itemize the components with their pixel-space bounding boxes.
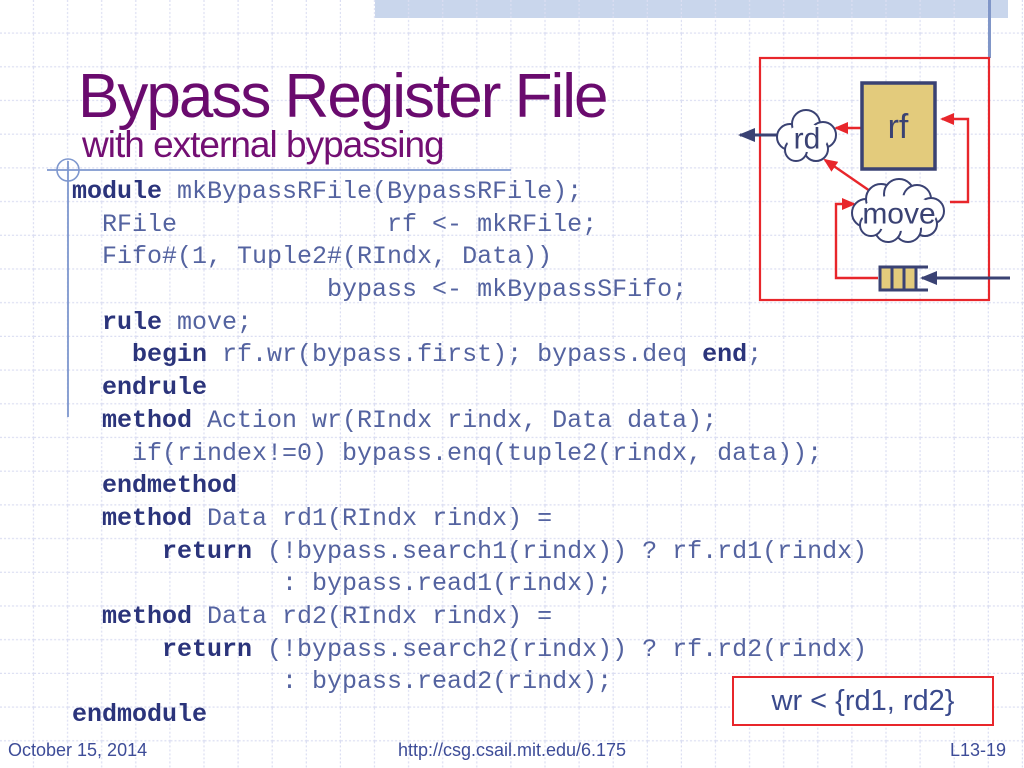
code-line: rule move;: [72, 307, 867, 340]
code-text: mkBypassRFile(BypassRFile);: [162, 177, 583, 206]
code-text: move;: [162, 307, 253, 337]
code-keyword: method: [102, 601, 193, 631]
code-text: : bypass.read1(rindx);: [72, 569, 613, 599]
bypass-fifo-icon: [878, 265, 928, 292]
code-keyword: return: [162, 634, 253, 664]
code-keyword: begin: [132, 340, 208, 370]
code-text: : bypass.read2(rindx);: [72, 667, 613, 697]
fifo-to-move-arrow: [834, 198, 878, 280]
code-text: (!bypass.search2(rindx)) ? rf.rd2(rindx): [252, 634, 868, 664]
code-text: bypass <- mkBypassSFifo;: [72, 275, 688, 305]
code-line: bypass <- mkBypassSFifo;: [72, 274, 867, 307]
code-line: return (!bypass.search2(rindx)) ? rf.rd2…: [72, 634, 867, 667]
code-text: Action wr(RIndx rindx, Data data);: [192, 405, 718, 435]
code-text: RFile rf <- mkRFile;: [72, 209, 598, 239]
code-text: [72, 471, 102, 500]
accent-vertical-line: [988, 0, 991, 58]
code-keyword: endrule: [102, 373, 208, 403]
code-text: [72, 504, 102, 533]
rd-label: rd: [794, 123, 821, 156]
footer-url: http://csg.csail.mit.edu/6.175: [397, 740, 627, 760]
move-to-rd-arrow: [823, 158, 871, 192]
code-line: : bypass.read2(rindx);: [72, 666, 867, 699]
page-title: Bypass Register File: [78, 62, 609, 131]
code-text: (!bypass.search1(rindx)) ? rf.rd1(rindx): [252, 536, 868, 566]
code-line: endmodule: [72, 699, 867, 732]
scheduling-note-box: wr < {rd1, rd2}: [732, 676, 994, 726]
code-text: [72, 537, 162, 566]
code-keyword: return: [162, 536, 253, 566]
page-subtitle: with external bypassing: [82, 124, 445, 165]
code-text: [72, 602, 102, 631]
code-text: Data rd1(RIndx rindx) =: [192, 503, 553, 533]
code-text: [72, 373, 102, 402]
module-boundary-box: [758, 56, 991, 302]
footer: October 15, 2014 http://csg.csail.mit.ed…: [0, 738, 1024, 768]
code-keyword: endmethod: [102, 471, 238, 501]
footer-page-number: L13-19: [949, 740, 1006, 760]
code-text: Fifo#(1, Tuple2#(RIndx, Data)): [72, 242, 553, 272]
code-keyword: module: [72, 177, 163, 206]
code-line: : bypass.read1(rindx);: [72, 568, 867, 601]
code-line: method Data rd2(RIndx rindx) =: [72, 601, 867, 634]
code-line: module mkBypassRFile(BypassRFile);: [72, 176, 867, 209]
move-cloud: [851, 178, 945, 243]
bypass-diagram: rf rd move: [738, 56, 1010, 302]
code-line: endrule: [72, 372, 867, 405]
code-block: module mkBypassRFile(BypassRFile); RFile…: [72, 176, 867, 732]
rd-cloud: [776, 109, 837, 162]
code-keyword: method: [102, 503, 193, 533]
code-keyword: end: [702, 340, 748, 370]
move-label: move: [862, 198, 935, 231]
code-text: Data rd2(RIndx rindx) =: [192, 601, 553, 631]
code-text: [72, 406, 102, 435]
code-keyword: rule: [102, 307, 163, 337]
code-text: [72, 635, 162, 664]
code-text: if(rindex!=0) bypass.enq(tuple2(rindx, d…: [72, 438, 823, 468]
code-line: begin rf.wr(bypass.first); bypass.deq en…: [72, 339, 867, 372]
rf-label: rf: [888, 108, 909, 146]
code-line: return (!bypass.search1(rindx)) ? rf.rd1…: [72, 536, 867, 569]
code-line: method Data rd1(RIndx rindx) =: [72, 503, 867, 536]
code-line: Fifo#(1, Tuple2#(RIndx, Data)): [72, 241, 867, 274]
rf-register-box: [860, 81, 937, 171]
code-text: rf.wr(bypass.first); bypass.deq: [207, 340, 703, 370]
code-line: method Action wr(RIndx rindx, Data data)…: [72, 405, 867, 438]
code-line: endmethod: [72, 470, 867, 503]
code-text: [72, 308, 102, 337]
code-keyword: method: [102, 405, 193, 435]
scheduling-note-text: wr < {rd1, rd2}: [771, 684, 955, 717]
code-text: ;: [747, 340, 763, 370]
move-to-rf-arrow: [940, 113, 970, 204]
code-line: RFile rf <- mkRFile;: [72, 209, 867, 242]
code-keyword: endmodule: [72, 700, 208, 729]
code-text: [72, 340, 132, 369]
code-line: if(rindex!=0) bypass.enq(tuple2(rindx, d…: [72, 438, 867, 471]
footer-date: October 15, 2014: [8, 740, 148, 760]
